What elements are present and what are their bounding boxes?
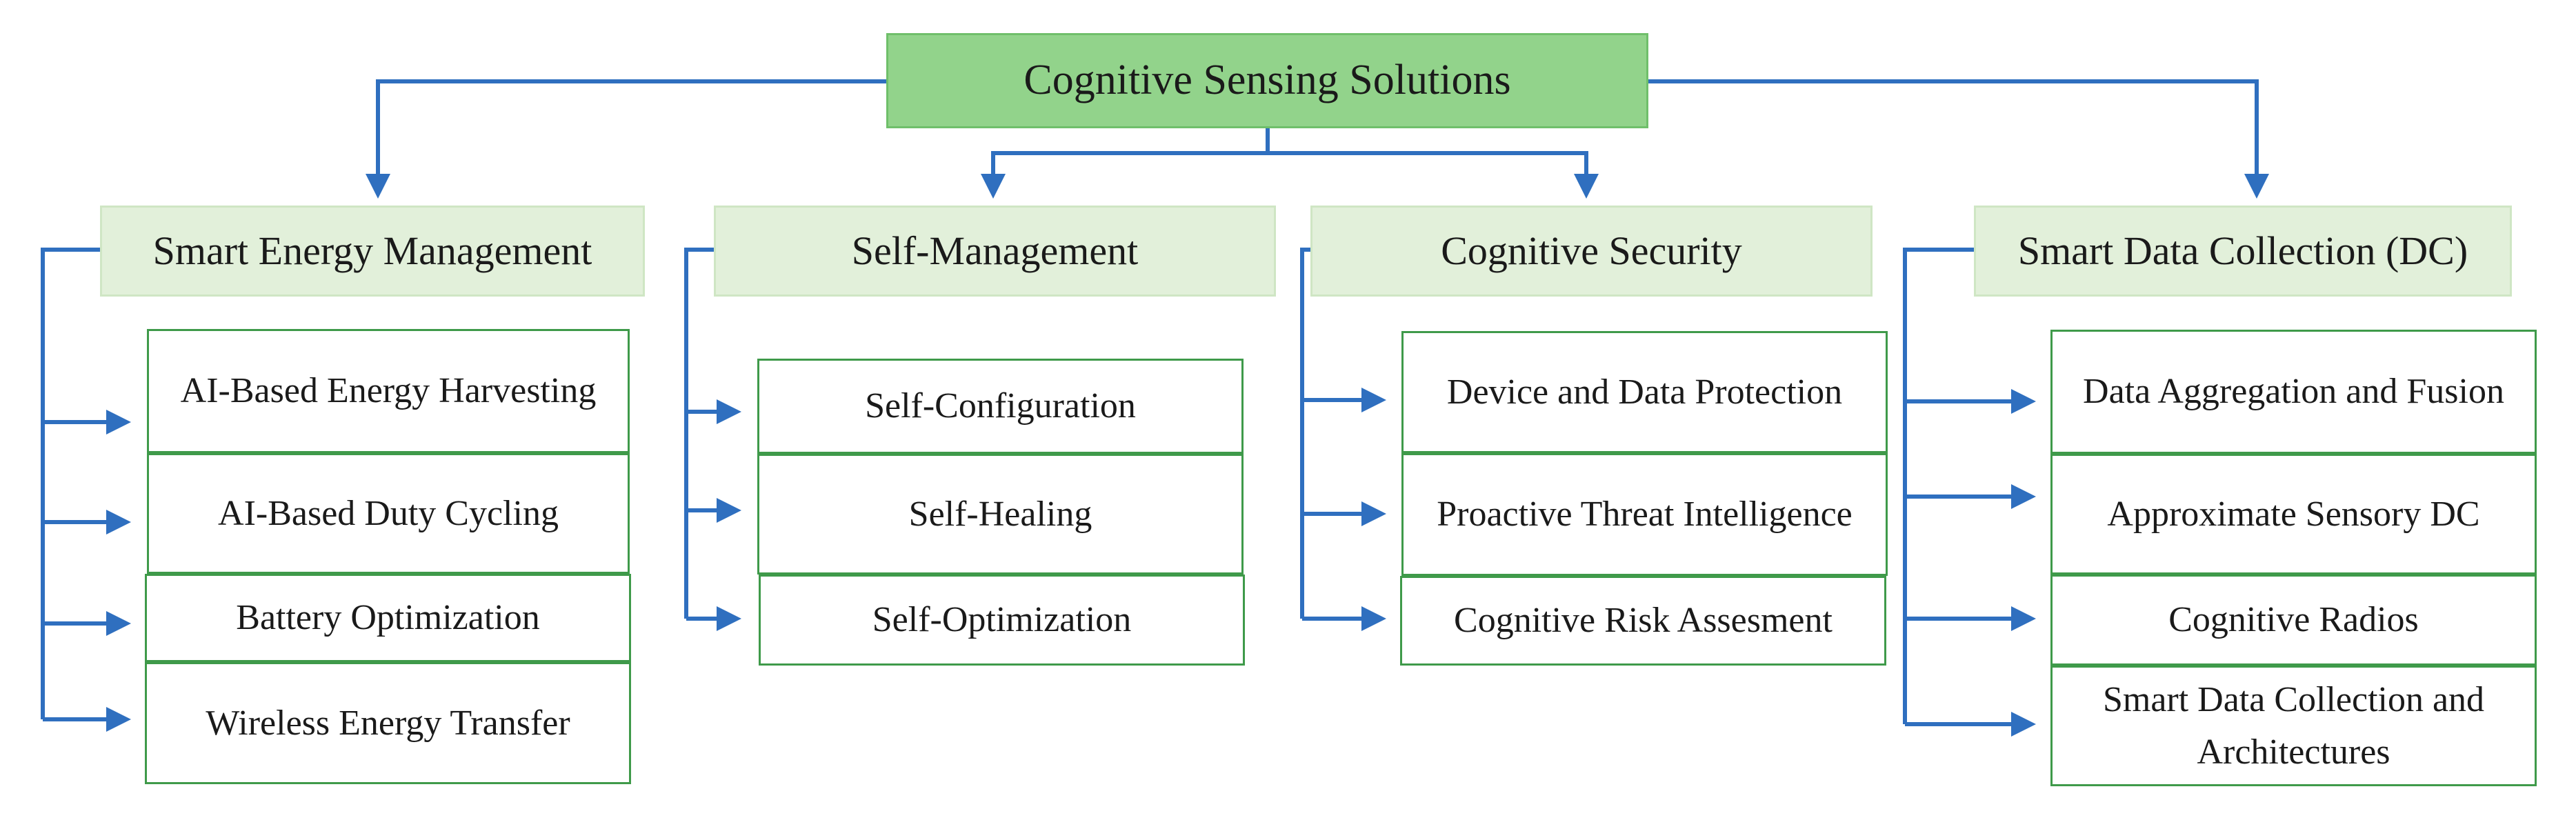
category-smart-energy-management: Smart Energy Management (100, 206, 645, 297)
connector-bus-security (1300, 248, 1310, 619)
category-smart-data-collection: Smart Data Collection (DC) (1974, 206, 2512, 297)
connector-bus-self-mgmt (684, 248, 714, 619)
connector-bus-energy (41, 248, 100, 719)
root-node: Cognitive Sensing Solutions (886, 33, 1648, 128)
leaf-approximate-sensory-dc: Approximate Sensory DC (2050, 454, 2537, 575)
leaf-self-optimization: Self-Optimization (759, 575, 1245, 666)
connector-root-to-energy (366, 79, 886, 199)
connector-root-to-self-management (981, 128, 1270, 199)
leaf-data-aggregation-and-fusion: Data Aggregation and Fusion (2050, 330, 2537, 454)
category-cognitive-security: Cognitive Security (1310, 206, 1873, 297)
leaf-battery-optimization: Battery Optimization (145, 574, 631, 662)
leaf-self-configuration: Self-Configuration (757, 359, 1244, 454)
leaf-cognitive-risk-assesment: Cognitive Risk Assesment (1400, 576, 1886, 666)
leaf-ai-based-energy-harvesting: AI-Based Energy Harvesting (147, 329, 630, 453)
leaf-wireless-energy-transfer: Wireless Energy Transfer (145, 662, 631, 784)
leaf-proactive-threat-intelligence: Proactive Threat Intelligence (1401, 453, 1888, 576)
leaf-device-and-data-protection: Device and Data Protection (1401, 331, 1888, 453)
connector-bus-data (1903, 248, 1974, 724)
leaf-self-healing: Self-Healing (757, 454, 1244, 575)
leaf-ai-based-duty-cycling: AI-Based Duty Cycling (147, 453, 630, 574)
leaf-smart-data-collection-and-architectures: Smart Data Collection and Architectures (2050, 666, 2537, 786)
leaf-cognitive-radios: Cognitive Radios (2050, 575, 2537, 666)
connector-root-to-data-collection (1648, 79, 2269, 199)
category-self-management: Self-Management (714, 206, 1276, 297)
connector-root-to-security (1268, 151, 1599, 199)
